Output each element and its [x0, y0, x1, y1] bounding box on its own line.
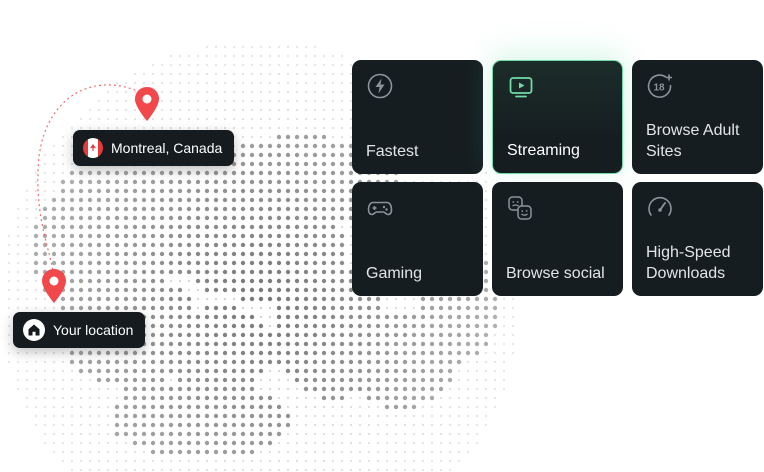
destination-pin-icon [135, 87, 159, 121]
origin-label: Your location [53, 322, 134, 338]
tile-label: High-Speed Downloads [646, 244, 731, 282]
destination-location-chip[interactable]: Montreal, Canada [73, 130, 235, 166]
tile-adult-sites[interactable]: 18 Browse Adult Sites [632, 60, 763, 174]
tile-label: Browse Adult Sites [646, 122, 740, 160]
tv-play-icon [509, 77, 533, 98]
destination-label: Montreal, Canada [111, 140, 223, 156]
tile-gaming[interactable]: Gaming [352, 182, 483, 296]
tile-streaming[interactable]: Streaming [492, 60, 623, 174]
home-icon [23, 319, 45, 341]
origin-pin-icon [42, 269, 66, 303]
tile-label: Streaming [507, 142, 580, 159]
gamepad-icon [367, 201, 393, 216]
tile-label: Gaming [366, 265, 423, 282]
origin-location-chip[interactable]: Your location [13, 312, 146, 348]
canada-flag-icon [83, 138, 103, 158]
tile-downloads[interactable]: High-Speed Downloads [632, 182, 763, 296]
tile-social[interactable]: Browse social [492, 182, 623, 296]
social-faces-icon [508, 196, 532, 220]
tile-label: Browse social [506, 265, 605, 282]
tile-fastest[interactable]: Fastest [352, 60, 483, 174]
18-plus-icon: 18 [647, 74, 672, 98]
category-grid: Fastest Streaming 18 Browse Adult Sites [352, 60, 763, 296]
tile-label: Fastest [366, 143, 419, 160]
svg-text:18: 18 [653, 83, 665, 94]
lightning-icon [367, 73, 393, 99]
speedometer-icon [648, 196, 672, 216]
